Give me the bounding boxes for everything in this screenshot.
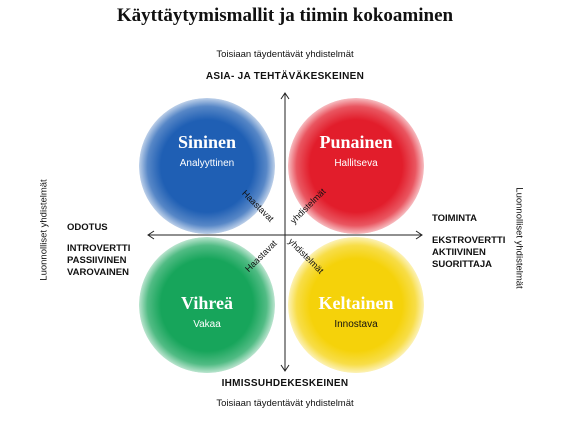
left-block: ODOTUS INTROVERTTI PASSIIVINEN VAROVAINE… xyxy=(67,222,130,279)
right-block: TOIMINTA EKSTROVERTTI AKTIIVINEN SUORITT… xyxy=(432,213,505,271)
right-block-line-1: EKSTROVERTTI xyxy=(432,235,506,246)
red-desc: Hallitseva xyxy=(334,158,378,169)
bottom-note: Toisiaan täydentävät yhdistelmät xyxy=(216,398,354,409)
yellow-desc: Innostava xyxy=(334,319,378,330)
diagram-title: Käyttäytymismallit ja tiimin kokoaminen xyxy=(116,5,454,26)
green-quadrant-circle: Vihreä Vakaa xyxy=(139,237,275,373)
horizontal-axis-right-arrow xyxy=(415,230,423,240)
horizontal-axis-left-arrow xyxy=(147,230,155,240)
top-axis-label: ASIA- JA TEHTÄVÄKESKEINEN xyxy=(205,71,365,82)
left-block-title: ODOTUS xyxy=(67,222,108,233)
right-block-line-3: SUORITTAJA xyxy=(432,259,492,270)
vertical-axis-top-arrow xyxy=(280,92,290,100)
green-name: Vihreä xyxy=(181,293,233,313)
green-desc: Vakaa xyxy=(193,319,221,330)
top-note: Toisiaan täydentävät yhdistelmät xyxy=(216,49,354,60)
red-quadrant-circle: Punainen Hallitseva xyxy=(288,98,424,234)
left-block-line-2: PASSIIVINEN xyxy=(67,255,127,266)
blue-quadrant-circle: Sininen Analyyttinen xyxy=(139,98,275,234)
left-block-line-1: INTROVERTTI xyxy=(67,243,131,254)
red-name: Punainen xyxy=(319,132,393,152)
bottom-axis-label: IHMISSUHDEKESKEINEN xyxy=(221,378,349,389)
blue-desc: Analyyttinen xyxy=(179,158,235,169)
vertical-axis-bottom-arrow xyxy=(280,364,290,372)
left-block-line-3: VAROVAINEN xyxy=(67,267,129,278)
yellow-quadrant-circle: Keltainen Innostava xyxy=(288,237,424,373)
right-block-line-2: AKTIIVINEN xyxy=(432,247,486,258)
yellow-name: Keltainen xyxy=(318,293,394,313)
right-block-title: TOIMINTA xyxy=(432,213,478,224)
blue-name: Sininen xyxy=(177,132,237,152)
